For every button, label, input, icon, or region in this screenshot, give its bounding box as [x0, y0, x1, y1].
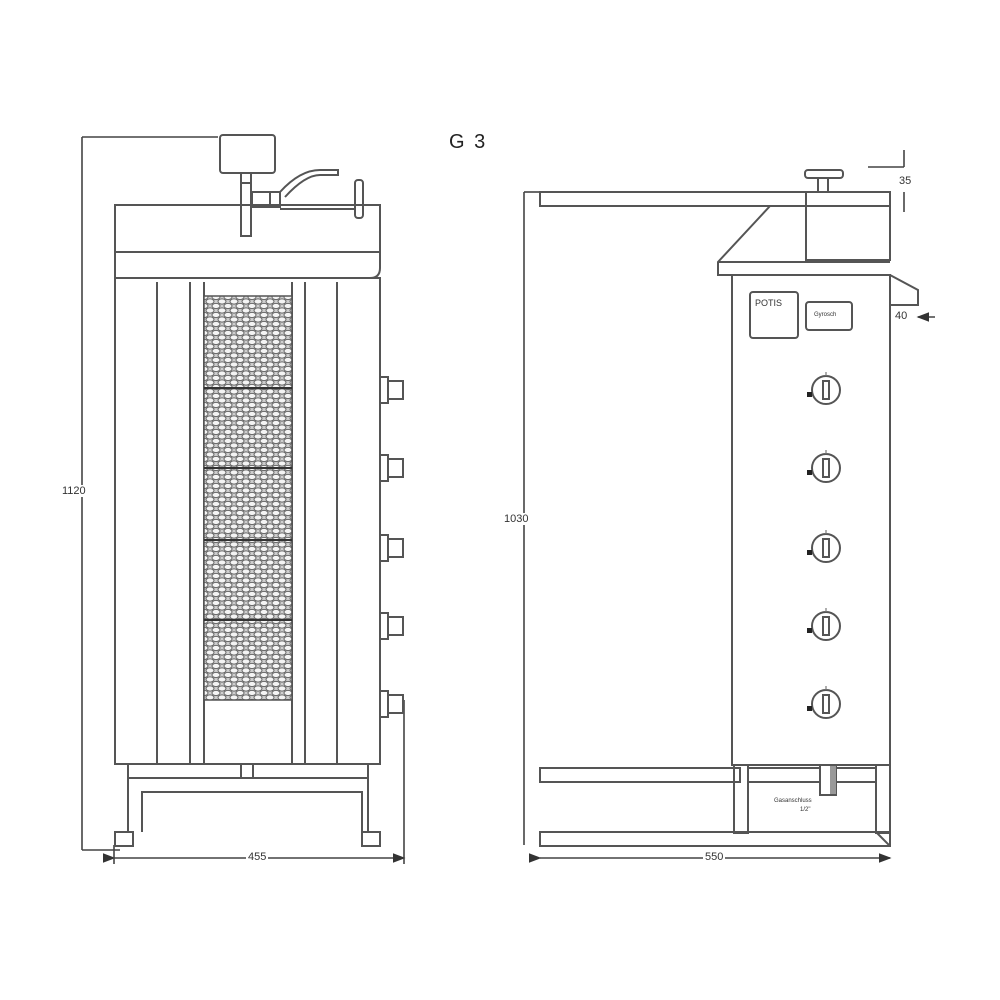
burner-mesh [203, 295, 293, 701]
knob-icon [807, 608, 841, 641]
front-view [81, 134, 406, 864]
dimension-35 [868, 150, 905, 212]
front-base [114, 763, 381, 847]
knob-icon [807, 450, 841, 483]
front-height-label: 1120 [60, 485, 88, 497]
side-depth-label: 550 [703, 851, 726, 863]
knob-icon [807, 372, 841, 405]
knob-icon [379, 612, 404, 640]
dimension-1120 [81, 136, 218, 851]
potis-plate [749, 291, 799, 339]
top-offset-label: 35 [897, 175, 914, 187]
side-view [523, 150, 935, 863]
side-knobs [807, 372, 841, 719]
top-controller [219, 134, 364, 237]
knob-icon [379, 376, 404, 404]
gas-connection-size: 1/2" [800, 807, 811, 813]
front-knobs [379, 376, 404, 718]
gas-connection-label: Gasanschluss [774, 798, 812, 804]
type-plate-label: Gyrosch [814, 312, 837, 318]
knob-icon [807, 686, 841, 719]
type-plate [805, 301, 853, 331]
drawing-title: G 3 [449, 131, 488, 153]
potis-label: POTIS [755, 298, 783, 308]
side-height-label: 1030 [502, 513, 531, 525]
knob-icon [379, 690, 404, 718]
side-offset-label: 40 [893, 310, 910, 322]
knob-icon [807, 530, 841, 563]
front-width-label: 455 [246, 851, 269, 863]
knob-icon [379, 534, 404, 562]
knob-icon [379, 454, 404, 482]
